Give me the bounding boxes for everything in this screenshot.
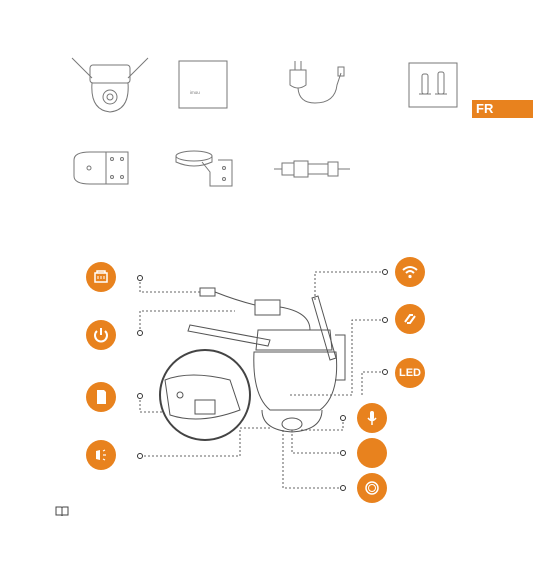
- book-icon: [55, 505, 69, 520]
- light-sensor-icon: [86, 440, 116, 470]
- wifi-icon: [395, 257, 425, 287]
- led-icon: LED: [395, 358, 425, 388]
- microphone-icon: [357, 403, 387, 433]
- lens-icon: [357, 473, 387, 503]
- ethernet-port-icon: [86, 262, 116, 292]
- blank-icon: [357, 438, 387, 468]
- sd-card-icon: [86, 382, 116, 412]
- led-label: LED: [399, 367, 421, 379]
- reset-icon: [395, 304, 425, 334]
- power-icon: [86, 320, 116, 350]
